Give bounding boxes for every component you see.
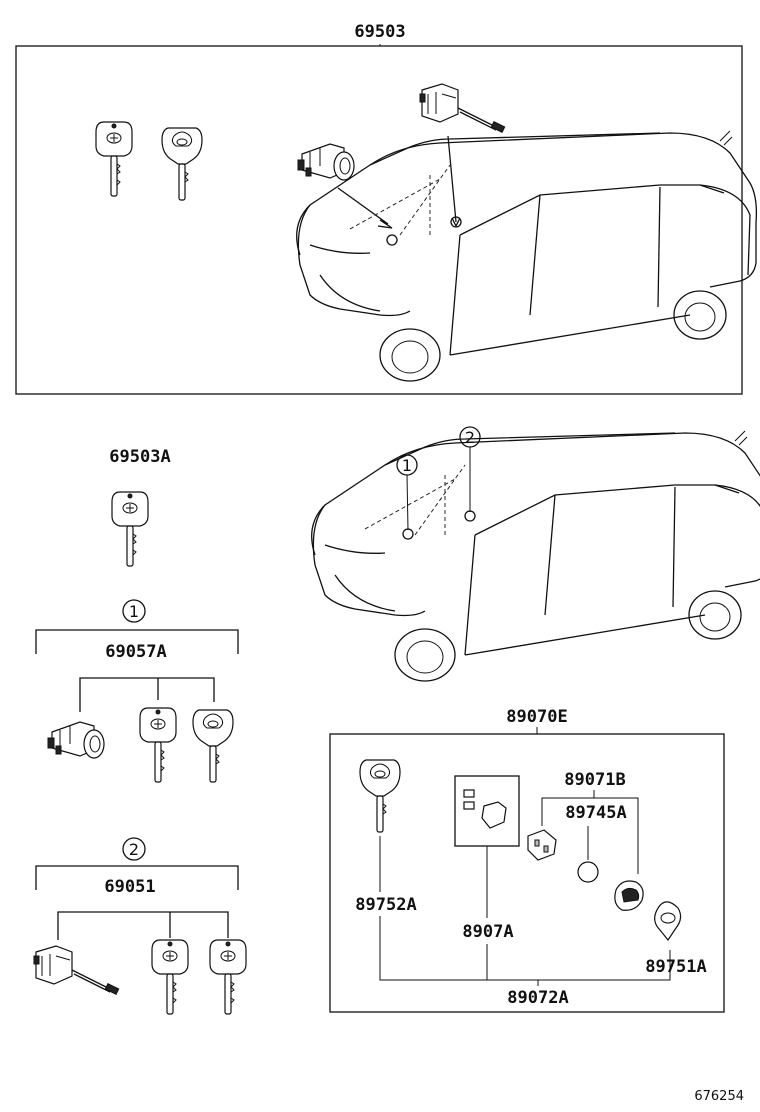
coin-battery-icon xyxy=(577,861,599,883)
label-set-one: 69057A xyxy=(105,642,166,662)
svg-text:1: 1 xyxy=(129,602,139,621)
arrow-cylinder xyxy=(337,187,393,229)
car-icon xyxy=(311,430,760,682)
svg-text:2: 2 xyxy=(129,840,139,859)
label-emblem: 89751A xyxy=(645,957,706,977)
callout-two xyxy=(122,837,146,861)
assembly-frame xyxy=(15,45,743,395)
label-housing: 89072A xyxy=(507,988,568,1008)
key-icon xyxy=(209,939,247,1015)
smart-key-icon xyxy=(192,709,234,783)
label-case-sub: 89071B xyxy=(564,770,625,790)
lock-cylinder-icon xyxy=(297,143,355,181)
label-board: 8907A xyxy=(462,922,513,942)
key-icon xyxy=(139,707,177,783)
case-part xyxy=(527,829,557,861)
label-transmitter-assy: 89070E xyxy=(506,707,567,727)
emblem-plate xyxy=(654,901,682,942)
key-icon xyxy=(111,491,149,567)
label-key-blank: 69503A xyxy=(109,447,170,467)
smart-key-icon xyxy=(359,759,401,833)
label-set-two: 69051 xyxy=(104,877,155,897)
key-icon xyxy=(151,939,189,1015)
label-key-plate: 89752A xyxy=(355,895,416,915)
callout-one xyxy=(122,599,146,623)
lock-cylinder-icon xyxy=(47,721,105,759)
door-lock-cylinder-icon xyxy=(33,945,120,995)
svg-text:1: 1 xyxy=(402,456,412,475)
car-icon xyxy=(296,130,758,382)
label-assembly-main: 69503 xyxy=(354,22,405,42)
smart-key-icon xyxy=(161,127,203,201)
svg-text:2: 2 xyxy=(465,428,475,447)
arrow-doorlock xyxy=(447,135,461,228)
reference-number: 676254 xyxy=(694,1089,744,1104)
label-battery: 89745A xyxy=(565,803,626,823)
transmitter-frame xyxy=(329,733,725,1013)
key-icon xyxy=(95,121,133,197)
door-lock-cylinder-icon xyxy=(419,83,506,133)
